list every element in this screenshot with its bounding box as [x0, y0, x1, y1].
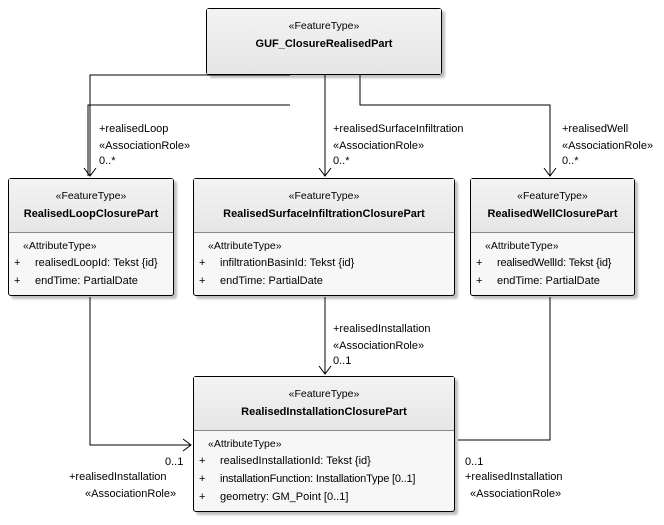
role-stereotype-loop: «AssociationRole» [99, 140, 191, 152]
attribute-compartment: «AttributeType» + realisedInstallationId… [194, 430, 454, 506]
attribute-row[interactable]: + realisedWellId: Tekst {id} [471, 254, 634, 272]
role-label-inst-left: +realisedInstallation [69, 471, 167, 483]
arrowhead-loop [83, 167, 97, 177]
visibility-marker: + [199, 491, 206, 503]
arrowhead-well [543, 167, 557, 177]
arrowhead-inst-center [318, 365, 332, 375]
attribute-stereotype: «AttributeType» [208, 438, 282, 450]
attribute-row[interactable]: + endTime: PartialDate [9, 272, 173, 290]
visibility-marker: + [199, 473, 206, 485]
attribute-row[interactable]: + installationFunction: InstallationType… [194, 470, 454, 488]
attribute-compartment: «AttributeType» + realisedLoopId: Tekst … [9, 232, 173, 290]
attribute-text: endTime: PartialDate [497, 275, 600, 287]
multiplicity-loop: 0..* [99, 155, 116, 167]
role-label-inst-center: +realisedInstallation [333, 323, 431, 335]
class-realised-surface-infiltration-closure-part[interactable]: «FeatureType» RealisedSurfaceInfiltratio… [193, 178, 455, 296]
visibility-marker: + [199, 455, 206, 467]
attribute-text: realisedLoopId: Tekst {id} [35, 257, 158, 269]
stereotype-label: «FeatureType» [288, 190, 360, 202]
role-label-well: +realisedWell [562, 123, 629, 135]
class-name: RealisedSurfaceInfiltrationClosurePart [223, 208, 425, 220]
visibility-marker: + [476, 275, 483, 287]
role-stereotype-inst-right: «AssociationRole» [470, 488, 562, 500]
arrowhead-surface [318, 167, 332, 177]
attribute-compartment: «AttributeType» + infiltrationBasinId: T… [194, 232, 454, 290]
stereotype-label: «FeatureType» [517, 190, 588, 202]
class-realised-well-closure-part[interactable]: «FeatureType» RealisedWellClosurePart «A… [470, 178, 635, 296]
class-name: RealisedInstallationClosurePart [241, 406, 407, 418]
role-label-loop: +realisedLoop [99, 123, 169, 135]
attribute-row[interactable]: + geometry: GM_Point [0..1] [194, 488, 454, 506]
class-realised-installation-closure-part[interactable]: «FeatureType» RealisedInstallationClosur… [193, 376, 455, 512]
class-name: RealisedLoopClosurePart [23, 208, 159, 220]
assoc-line-inst-right [458, 297, 551, 441]
role-label-surface: +realisedSurfaceInfiltration [333, 123, 464, 135]
multiplicity-inst-center: 0..1 [333, 355, 352, 367]
attribute-text: endTime: PartialDate [220, 275, 323, 287]
attribute-stereotype: «AttributeType» [485, 240, 559, 252]
visibility-marker: + [199, 275, 206, 287]
visibility-marker: + [476, 257, 483, 269]
role-stereotype-inst-center: «AssociationRole» [333, 340, 425, 352]
role-stereotype-inst-left: «AssociationRole» [85, 488, 177, 500]
attribute-row[interactable]: + infiltrationBasinId: Tekst {id} [194, 254, 454, 272]
stereotype-label: «FeatureType» [55, 190, 127, 202]
attribute-text: realisedInstallationId: Tekst {id} [220, 455, 371, 467]
attribute-row[interactable]: + endTime: PartialDate [194, 272, 454, 290]
multiplicity-surface: 0..* [333, 155, 350, 167]
role-stereotype-surface: «AssociationRole» [333, 140, 425, 152]
attribute-compartment: «AttributeType» + realisedWellId: Tekst … [471, 232, 634, 290]
class-realised-loop-closure-part[interactable]: «FeatureType» RealisedLoopClosurePart «A… [8, 178, 174, 296]
multiplicity-inst-left: 0..1 [165, 456, 184, 468]
attribute-stereotype: «AttributeType» [208, 240, 282, 252]
visibility-marker: + [14, 257, 21, 269]
attribute-text: endTime: PartialDate [35, 275, 138, 287]
arrowhead-inst-left [182, 438, 192, 452]
multiplicity-well: 0..* [562, 155, 579, 167]
attribute-text: geometry: GM_Point [0..1] [220, 491, 349, 503]
class-name: GUF_ClosureRealisedPart [255, 38, 393, 50]
attribute-stereotype: «AttributeType» [23, 240, 97, 252]
attribute-text: installationFunction: InstallationType [… [220, 473, 416, 485]
visibility-marker: + [14, 275, 21, 287]
stereotype-label: «FeatureType» [288, 388, 360, 400]
visibility-marker: + [199, 257, 206, 269]
multiplicity-inst-right: 0..1 [465, 456, 484, 468]
assoc-line-inst-left [89, 297, 191, 446]
assoc-line-loop-clean [89, 104, 290, 176]
attribute-row[interactable]: + endTime: PartialDate [471, 272, 634, 290]
attribute-text: infiltrationBasinId: Tekst {id} [220, 257, 355, 269]
attribute-row[interactable]: + realisedLoopId: Tekst {id} [9, 254, 173, 272]
stereotype-label: «FeatureType» [288, 20, 360, 32]
class-guf-closure-realised-part[interactable]: «FeatureType» GUF_ClosureRealisedPart [206, 8, 442, 75]
role-label-inst-right: +realisedInstallation [465, 471, 563, 483]
assoc-line-well [359, 75, 551, 176]
attribute-text: realisedWellId: Tekst {id} [497, 257, 612, 269]
class-name: RealisedWellClosurePart [487, 208, 618, 220]
role-stereotype-well: «AssociationRole» [562, 140, 654, 152]
attribute-row[interactable]: + realisedInstallationId: Tekst {id} [194, 452, 454, 470]
